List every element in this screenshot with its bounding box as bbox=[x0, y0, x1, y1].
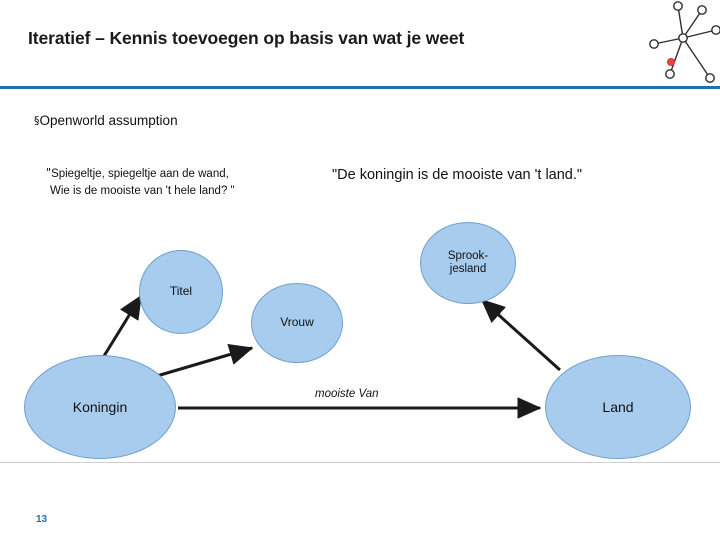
highlight-dot bbox=[666, 58, 675, 67]
edge-land-sprookjesland bbox=[480, 298, 562, 372]
edge-koningin-titel bbox=[102, 294, 143, 357]
node-titel[interactable]: Titel bbox=[139, 250, 223, 334]
node-koningin[interactable]: Koningin bbox=[24, 355, 176, 459]
node-sprookjesland-label-line2: jesland bbox=[449, 263, 487, 275]
bullet-marker: § bbox=[34, 114, 40, 127]
node-cluster-decoration bbox=[640, 0, 720, 86]
page-title: Iteratief – Kennis toevoegen op basis va… bbox=[28, 28, 465, 48]
page-number: 13 bbox=[36, 514, 48, 525]
quote-question-line2: Wie is de mooiste van 't hele land? " bbox=[50, 184, 235, 197]
edge-label-mooiste-van: mooiste Van bbox=[315, 388, 379, 400]
bullet-openworld-label: Openworld assumption bbox=[39, 113, 178, 128]
node-sprookjesland[interactable]: Sprook- jesland bbox=[420, 222, 516, 304]
bullet-openworld: §Openworld assumption bbox=[34, 113, 178, 128]
quote-answer: "De koningin is de mooiste van 't land." bbox=[332, 167, 583, 183]
quote-question: "Spiegeltje, spiegeltje aan de wand, Wie… bbox=[46, 165, 235, 199]
node-vrouw[interactable]: Vrouw bbox=[251, 283, 343, 363]
quote-marker: " bbox=[46, 166, 52, 179]
footer-divider bbox=[0, 462, 720, 463]
node-land[interactable]: Land bbox=[545, 355, 691, 459]
node-vrouw-label: Vrouw bbox=[280, 315, 314, 330]
node-sprookjesland-label-line1: Sprook- bbox=[447, 249, 489, 262]
header-divider bbox=[0, 86, 720, 89]
node-koningin-label: Koningin bbox=[72, 398, 128, 415]
node-sprookjesland-label: Sprook- jesland bbox=[448, 250, 488, 276]
node-titel-label: Titel bbox=[169, 284, 193, 299]
node-land-label: Land bbox=[602, 398, 634, 415]
quote-question-line1: Spiegeltje, spiegeltje aan de wand, bbox=[51, 168, 229, 180]
edge-koningin-vrouw bbox=[149, 343, 254, 380]
